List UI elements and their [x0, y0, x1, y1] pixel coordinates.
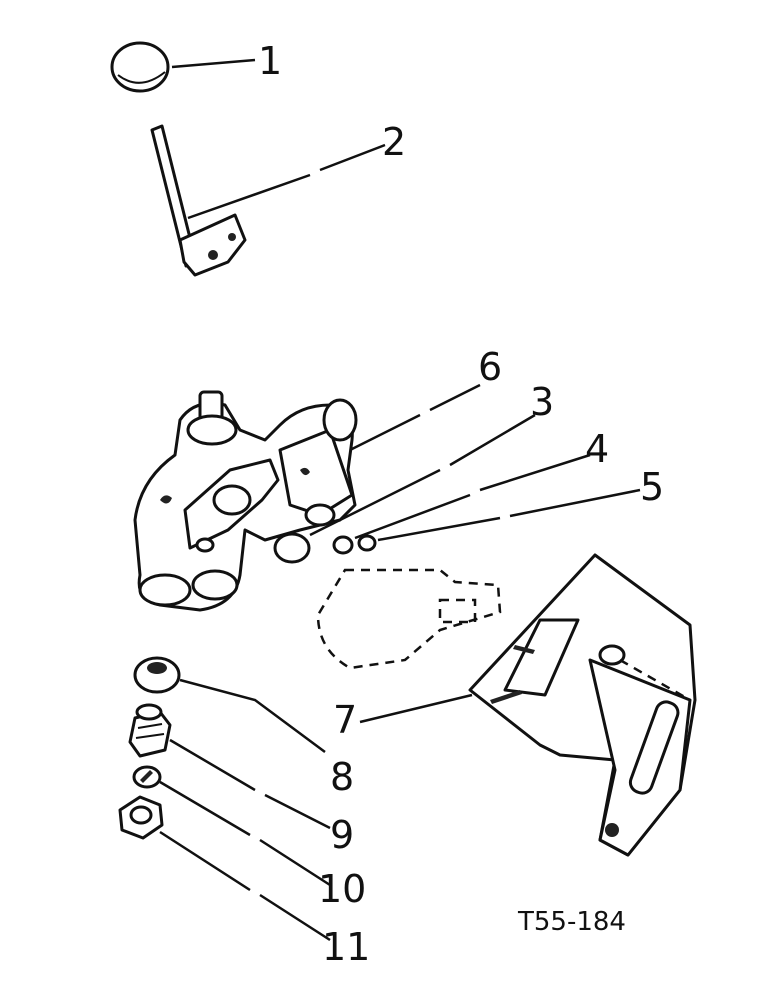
callout-11: 11 [322, 925, 370, 969]
callout-6: 6 [478, 345, 502, 389]
callout-4: 4 [585, 427, 609, 471]
leader-10 [159, 780, 331, 887]
leader-9 [169, 738, 331, 830]
callout-9: 9 [330, 813, 354, 857]
callout-10: 10 [318, 867, 366, 911]
part-7-bracket [316, 553, 697, 857]
leader-6 [349, 383, 481, 452]
leader-4 [354, 453, 591, 540]
part-1-cap [110, 41, 170, 93]
leader-2 [187, 143, 386, 220]
callout-2: 2 [382, 120, 406, 164]
part-9-plug [128, 703, 172, 758]
part-3-o-ring [273, 532, 311, 564]
part-5-washer [357, 534, 377, 552]
part-2-lever [150, 124, 247, 277]
callout-7: 7 [333, 698, 357, 742]
leader-8 [179, 678, 326, 754]
part-11-nut [118, 795, 164, 840]
callout-3: 3 [530, 380, 554, 424]
callout-8: 8 [330, 755, 354, 799]
leader-3 [309, 413, 536, 537]
leader-11 [159, 830, 331, 942]
part-4-washer [332, 535, 354, 555]
leader-1 [171, 58, 256, 69]
callout-5: 5 [640, 465, 664, 509]
callout-1: 1 [258, 39, 282, 83]
leader-7 [359, 693, 473, 724]
part-8-bushing [133, 656, 181, 694]
part-6-valve-body [133, 390, 358, 612]
leader-5 [377, 488, 641, 542]
drawing-code: T55-184 [517, 907, 626, 937]
